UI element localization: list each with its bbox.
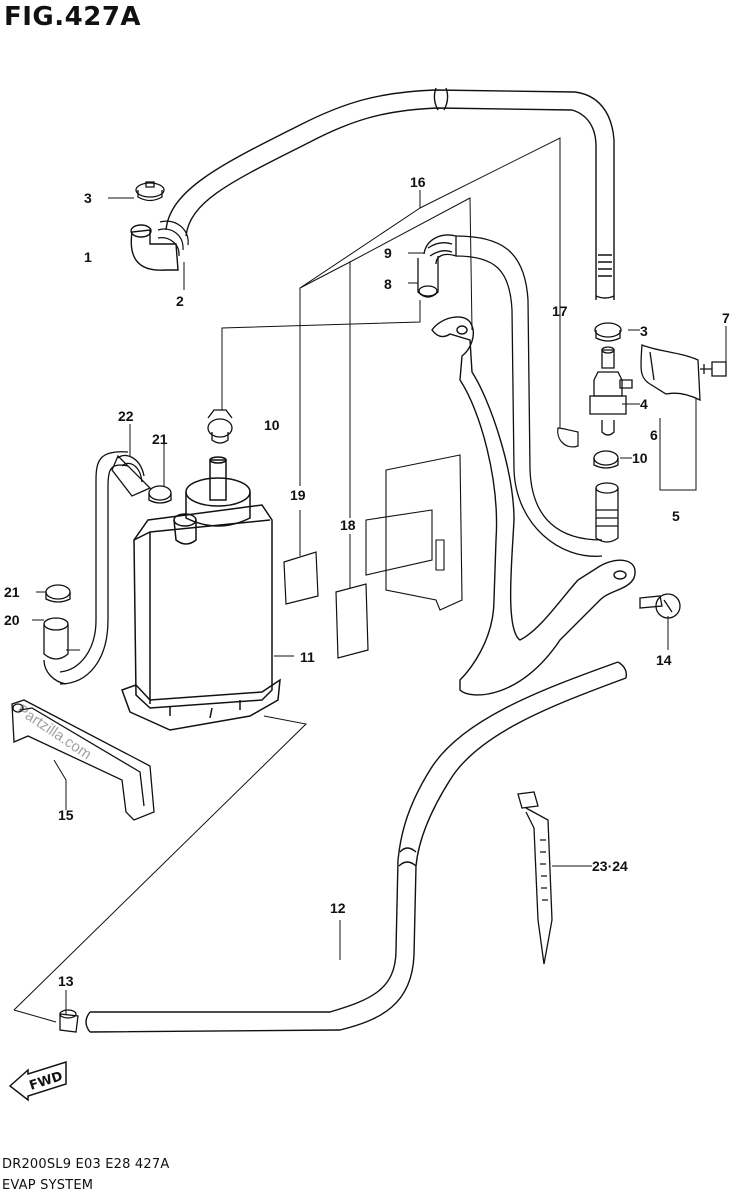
- callout-12: 12: [330, 900, 346, 916]
- system-name: EVAP SYSTEM: [2, 1178, 94, 1193]
- callout-15: 15: [58, 807, 74, 823]
- elbow-hose-end: [131, 225, 178, 270]
- clamp-part-10-right: [594, 451, 618, 468]
- label-card-part-18: [336, 584, 368, 658]
- callout-3-top-left: 3: [84, 190, 92, 206]
- callout-10-left: 10: [264, 417, 280, 433]
- callout-6: 6: [650, 427, 658, 443]
- purge-valve-part-4: [590, 347, 632, 435]
- breather-hose-part-1: [166, 88, 614, 300]
- figure-title: FIG.427A: [4, 2, 142, 32]
- evap-canister-part-11: [122, 457, 280, 730]
- forward-direction-arrow: FWD: [10, 1062, 66, 1100]
- rubber-strap-part-15: [12, 700, 154, 820]
- clamp-part-3-top-left: [136, 182, 164, 201]
- watermark-text: Partzilla.com: [14, 701, 95, 763]
- hose-part-22: [60, 452, 150, 684]
- clamp-part-3-right: [595, 323, 621, 341]
- hose-joint-part-8: [418, 256, 438, 297]
- clip-part-13: [60, 1010, 78, 1032]
- callout-8: 8: [384, 276, 392, 292]
- callout-13: 13: [58, 973, 74, 989]
- flange-bolt-part-14: [640, 594, 680, 618]
- bolt-part-7: [700, 362, 726, 376]
- canister-bracket: [366, 317, 635, 695]
- callout-2: 2: [176, 293, 184, 309]
- callout-21-top: 21: [152, 431, 168, 447]
- hose-clip-part-10-left: [208, 410, 232, 443]
- callout-21-left: 21: [4, 584, 20, 600]
- callout-1: 1: [84, 249, 92, 265]
- callout-14: 14: [656, 652, 672, 668]
- leader-lines: [14, 138, 726, 1022]
- callout-4: 4: [640, 396, 648, 412]
- label-card-part-19: [284, 552, 318, 604]
- clamp-bracket-part-17: [558, 428, 578, 447]
- clamp-part-21-left: [46, 585, 70, 602]
- callout-18: 18: [340, 517, 356, 533]
- bracket-part-6: [641, 345, 700, 400]
- cable-tie-part-23-24: [518, 792, 552, 964]
- callout-17: 17: [552, 303, 568, 319]
- callout-11: 11: [300, 649, 315, 665]
- vacuum-hose-line: [456, 236, 602, 556]
- callout-23-24: 23·24: [592, 858, 628, 874]
- callout-10-right: 10: [632, 450, 648, 466]
- callout-5: 5: [672, 508, 680, 524]
- hose-sleeve-part-5-end: [596, 483, 618, 542]
- drain-hose-part-12: [86, 662, 626, 1032]
- callout-19: 19: [290, 487, 306, 503]
- callout-20: 20: [4, 612, 20, 628]
- hose-part-20: [44, 618, 68, 684]
- callout-22: 22: [118, 408, 134, 424]
- callout-3-right: 3: [640, 323, 648, 339]
- clamp-part-21-top: [149, 486, 171, 503]
- hose-clip-part-2: [158, 221, 188, 256]
- model-code-line: DR200SL9 E03 E28 427A: [2, 1157, 170, 1172]
- hose-boot-part-9: [424, 235, 456, 264]
- callout-16: 16: [410, 174, 426, 190]
- callout-7: 7: [722, 310, 730, 326]
- callout-9: 9: [384, 245, 392, 261]
